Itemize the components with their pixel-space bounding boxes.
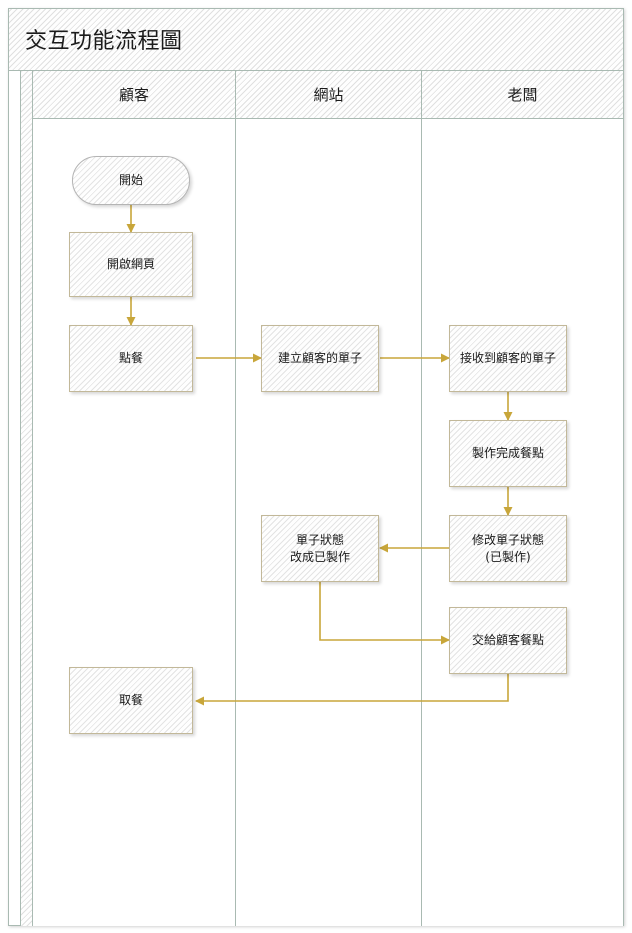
node-label-open-webpage: 開啟網頁 <box>106 257 155 271</box>
node-cook-meal[interactable]: 製作完成餐點 <box>449 420 567 487</box>
node-pickup-meal[interactable]: 取餐 <box>69 667 193 734</box>
node-label-serve-customer: 交給顧客餐點 <box>471 633 544 647</box>
node-label-receive-order: 接收到顧客的單子 <box>459 351 556 365</box>
diagram-title-bar: 交互功能流程圖 <box>9 9 623 71</box>
lane-header-boss: 老闆 <box>422 71 623 119</box>
lane-label-website: 網站 <box>313 86 344 104</box>
node-start[interactable]: 開始 <box>72 156 190 205</box>
node-create-order[interactable]: 建立顧客的單子 <box>261 325 379 392</box>
node-label-start: 開始 <box>118 173 143 187</box>
node-label-update-order-status: 修改單子狀態 (已製作) <box>471 532 544 564</box>
node-order-food[interactable]: 點餐 <box>69 325 193 392</box>
lane-label-boss: 老闆 <box>507 86 538 104</box>
node-label-site-status-made: 單子狀態 改成已製作 <box>289 532 350 564</box>
node-receive-order[interactable]: 接收到顧客的單子 <box>449 325 567 392</box>
lane-label-customer: 顧客 <box>118 86 149 104</box>
flowchart-canvas: 交互功能流程圖 顧客 網站 老闆 <box>8 8 624 926</box>
lane-header-customer: 顧客 <box>33 71 236 119</box>
node-label-pickup-meal: 取餐 <box>118 693 143 707</box>
node-label-order-food: 點餐 <box>118 351 143 365</box>
node-open-webpage[interactable]: 開啟網頁 <box>69 232 193 297</box>
page-title: 交互功能流程圖 <box>25 29 183 54</box>
node-update-order-status[interactable]: 修改單子狀態 (已製作) <box>449 515 567 582</box>
pool-strip <box>20 71 33 926</box>
node-site-status-made[interactable]: 單子狀態 改成已製作 <box>261 515 379 582</box>
node-label-create-order: 建立顧客的單子 <box>277 351 362 365</box>
node-serve-customer[interactable]: 交給顧客餐點 <box>449 607 567 674</box>
node-label-cook-meal: 製作完成餐點 <box>471 446 544 460</box>
lane-header-website: 網站 <box>236 71 422 119</box>
